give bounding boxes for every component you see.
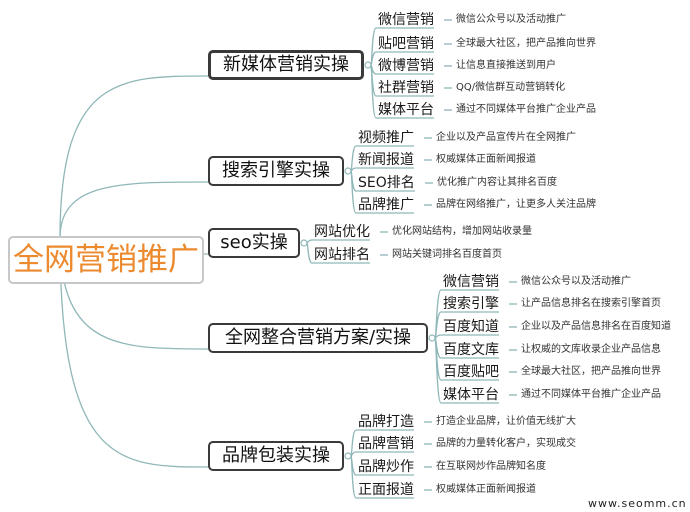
leaf-description: 全球最大社区，把产品推向世界	[456, 38, 596, 49]
leaf-description: 让权威的文库收录企业产品信息	[521, 344, 661, 355]
root-branch-connector	[59, 237, 209, 468]
root-branch-connector	[59, 181, 209, 239]
collapse-toggle-icon[interactable]	[344, 167, 352, 175]
leaf-label[interactable]: 新闻报道	[358, 152, 414, 168]
leaf-description: 全球最大社区，把产品推向世界	[521, 366, 661, 377]
branch-integrated-marketing[interactable]: 全网整合营销方案/实操	[208, 323, 428, 353]
leaf-label[interactable]: 微信营销	[378, 12, 434, 28]
leaf-label[interactable]: 微信营销	[443, 274, 499, 290]
collapse-toggle-icon[interactable]	[344, 452, 352, 460]
leaf-description: 通过不同媒体平台推广企业产品	[521, 389, 661, 400]
leaf-label[interactable]: 品牌推广	[358, 197, 414, 213]
branch-leaf-connector	[350, 455, 357, 499]
leaf-description: 企业以及产品宣传片在全网推广	[436, 132, 576, 143]
leaf-description: 在互联网炒作品牌知名度	[436, 461, 546, 472]
leaf-label[interactable]: 社群营销	[378, 80, 434, 96]
leaf-description: 权威媒体正面新闻报道	[436, 484, 536, 495]
leaf-description: 让产品信息排名在搜索引擎首页	[521, 298, 661, 309]
leaf-description: QQ/微信群互动营销转化	[456, 82, 566, 93]
leaf-description: 权威媒体正面新闻报道	[436, 154, 536, 165]
leaf-label[interactable]: 品牌打造	[358, 414, 414, 430]
leaf-description: 网站关键词排名百度首页	[392, 249, 502, 260]
branch-leaf-connector	[434, 337, 442, 404]
collapse-toggle-icon[interactable]	[364, 61, 372, 69]
watermark: www.seomm.cn	[588, 497, 687, 510]
leaf-description: 微信公众号以及活动推广	[456, 14, 566, 25]
leaf-label[interactable]: 网站优化	[314, 224, 370, 240]
branch-brand-packaging[interactable]: 品牌包装实操	[208, 441, 344, 471]
collapse-toggle-icon[interactable]	[300, 239, 308, 247]
root-node[interactable]: 全网营销推广	[8, 236, 204, 284]
leaf-description: 优化推广内容让其排名百度	[437, 177, 557, 188]
root-branch-connector	[59, 75, 209, 239]
leaf-label[interactable]: 品牌营销	[358, 436, 414, 452]
leaf-label[interactable]: 微博营销	[378, 58, 434, 74]
leaf-description: 优化网站结构，增加网站收录量	[392, 226, 532, 237]
leaf-description: 通过不同媒体平台推广企业产品	[456, 104, 596, 115]
leaf-label[interactable]: 百度知道	[443, 319, 499, 335]
branch-new-media[interactable]: 新媒体营销实操	[208, 50, 364, 80]
branch-search-engine[interactable]: 搜索引擎实操	[208, 156, 344, 186]
branch-leaf-connector	[350, 170, 357, 214]
leaf-description: 让信息直接推送到用户	[456, 60, 556, 71]
branch-leaf-connector	[350, 145, 357, 172]
collapse-toggle-icon[interactable]	[428, 334, 436, 342]
branch-seo[interactable]: seo实操	[208, 228, 300, 258]
leaf-description: 品牌在网络推广，让更多人关注品牌	[436, 199, 596, 210]
leaf-description: 品牌的力量转化客户，实现成交	[436, 438, 576, 449]
leaf-label[interactable]: 百度文库	[443, 342, 499, 358]
leaf-label[interactable]: 媒体平台	[443, 387, 499, 403]
leaf-label[interactable]: 媒体平台	[378, 102, 434, 118]
leaf-label[interactable]: 百度贴吧	[443, 364, 499, 380]
branch-leaf-connector	[370, 64, 377, 119]
leaf-description: 企业以及产品信息排名在百度知道	[521, 321, 671, 332]
branch-leaf-connector	[306, 239, 313, 244]
leaf-label[interactable]: 网站排名	[314, 247, 370, 263]
leaf-description: 微信公众号以及活动推广	[521, 276, 631, 287]
leaf-label[interactable]: 搜索引擎	[443, 296, 499, 312]
leaf-description: 打造企业品牌，让价值无线扩大	[436, 416, 576, 427]
leaf-label[interactable]: 视频推广	[358, 130, 414, 146]
leaf-label[interactable]: 品牌炒作	[358, 459, 414, 475]
leaf-label[interactable]: 贴吧营销	[378, 36, 434, 52]
leaf-label[interactable]: 正面报道	[358, 482, 414, 498]
leaf-label[interactable]: SEO排名	[358, 175, 415, 191]
branch-leaf-connector	[306, 242, 313, 264]
